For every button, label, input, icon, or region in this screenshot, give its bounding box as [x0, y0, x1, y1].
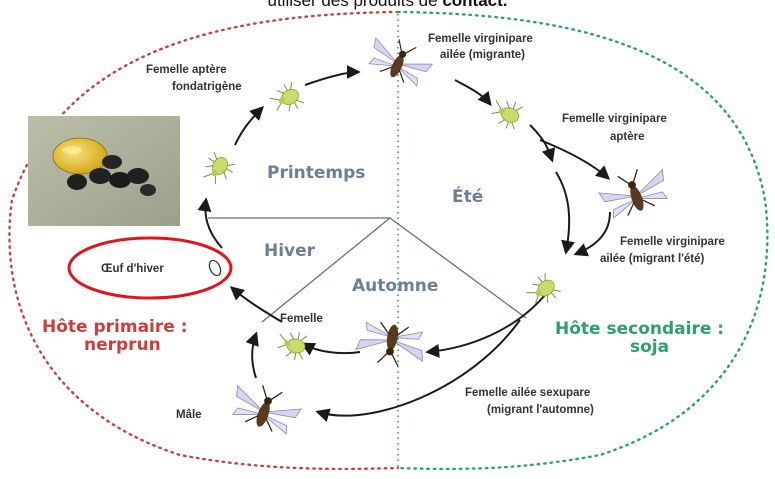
label-sexupare-1: Femelle ailée sexupare	[465, 387, 590, 399]
season-autumn: Automne	[352, 276, 438, 296]
label-fondatrigene-1: Femelle aptère	[146, 64, 227, 76]
label-migrant-ete-2: ailée (migrant l'été)	[600, 253, 705, 265]
label-male: Mâle	[176, 409, 202, 421]
label-migrante-2: ailée (migrante)	[440, 49, 525, 61]
winged-sexupare-icon	[354, 319, 428, 370]
primary-host-label: Hôte primaire :	[42, 317, 188, 337]
secondary-host-label: Hôte secondaire :	[555, 319, 724, 339]
label-fondatrigene-2: fondatrigène	[172, 81, 242, 93]
winged-migrant-ete-icon	[596, 161, 673, 222]
label-aptere-1: Femelle virginipare	[562, 113, 667, 125]
season-spring: Printemps	[267, 163, 365, 183]
aphid-summer-icon	[523, 271, 562, 310]
aphid-aptere-icon	[488, 96, 523, 132]
label-oeuf: Œuf d'hiver	[101, 263, 164, 275]
aphid-femelle-icon	[276, 329, 307, 361]
label-sexupare-2: (migrant l'automne)	[487, 404, 594, 416]
winter-egg-icon	[207, 259, 223, 278]
egg-photo	[28, 116, 180, 226]
winged-migrante-icon	[364, 30, 436, 90]
label-aptere-2: aptère	[610, 131, 645, 143]
aphid-spring-icon	[199, 151, 237, 188]
secondary-host-name: soja	[630, 337, 669, 357]
season-summer: Été	[452, 185, 483, 207]
primary-host-name: nerprun	[84, 335, 161, 355]
aphid-fondatrigene-icon	[267, 80, 304, 118]
winged-male-icon	[227, 377, 304, 438]
label-femelle: Femelle	[280, 313, 323, 325]
season-winter: Hiver	[264, 241, 316, 261]
label-migrant-ete-1: Femelle virginipare	[620, 236, 725, 248]
label-migrante-1: Femelle virginipare	[428, 33, 533, 45]
